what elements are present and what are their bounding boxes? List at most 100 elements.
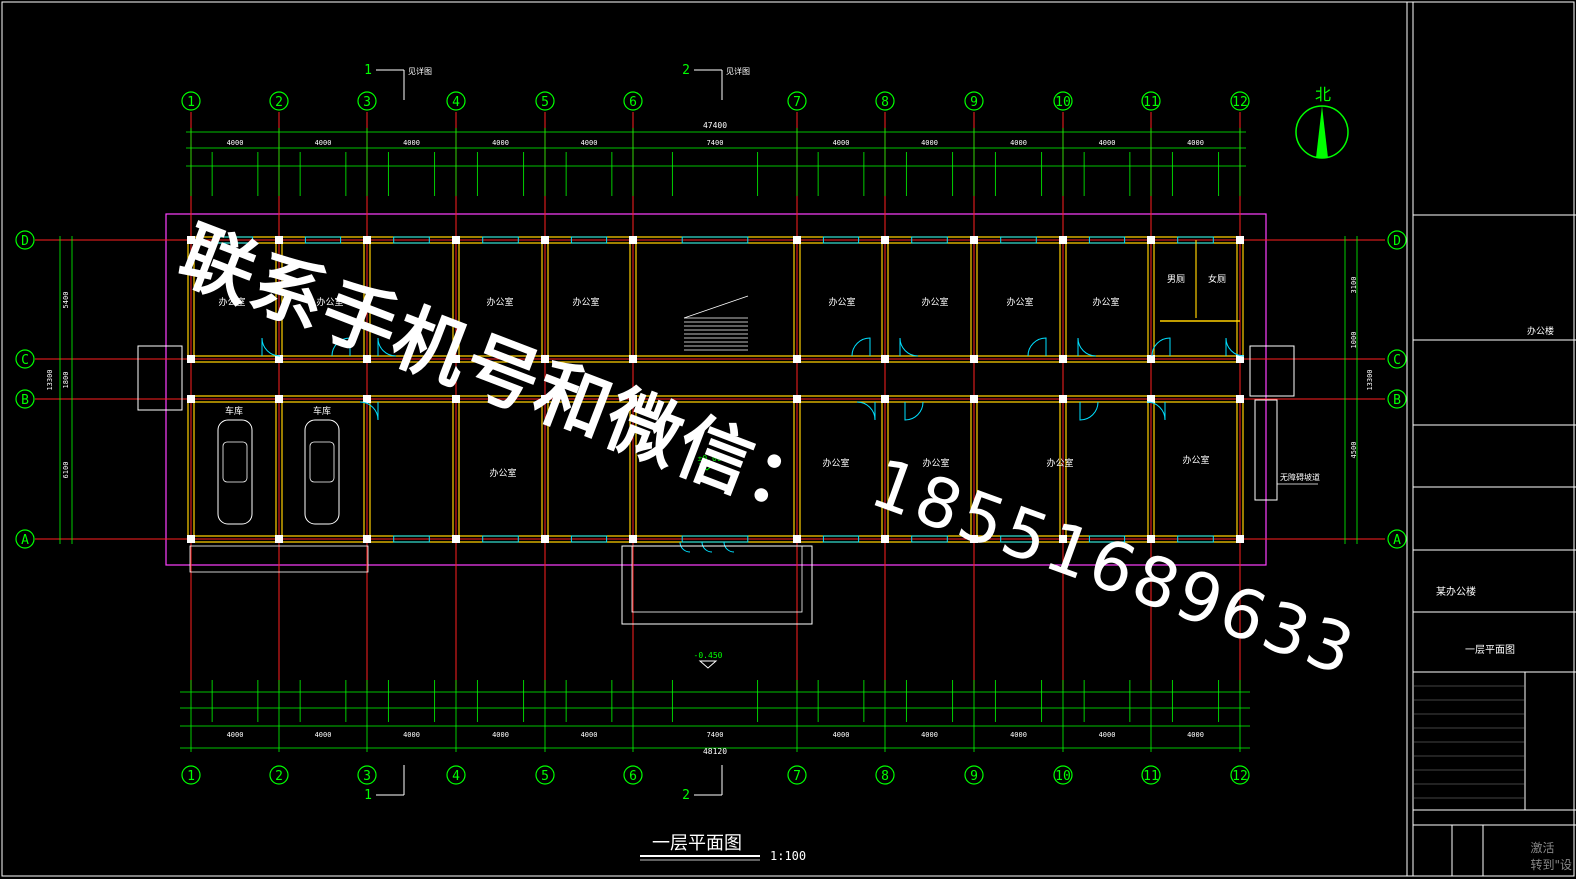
section-mark-top: 1 — [364, 63, 372, 78]
grid-bubble — [1387, 349, 1407, 369]
structural-column — [1147, 535, 1155, 543]
structural-column — [452, 395, 460, 403]
structural-column — [187, 395, 195, 403]
room-label-garage: 车库 — [225, 405, 243, 417]
grid-label-col: 3 — [363, 769, 371, 784]
grid-bubble — [357, 91, 377, 111]
window — [911, 535, 948, 543]
car-cabin — [309, 441, 335, 483]
window — [822, 535, 860, 543]
grid-label-row: D — [1393, 234, 1401, 249]
structural-column — [363, 395, 371, 403]
grid-bubble — [446, 91, 466, 111]
grid-bubble — [15, 529, 35, 549]
grid-label-col: 5 — [541, 95, 549, 110]
grid-label-row: A — [1393, 533, 1401, 548]
structural-column — [541, 535, 549, 543]
elevation-symbol — [698, 660, 718, 669]
dim-bay-top: 4000 — [227, 139, 244, 147]
grid-bubble — [1387, 529, 1407, 549]
grid-bubble — [269, 765, 289, 785]
room-label-ramp: 无障碍坡道 — [1280, 472, 1320, 482]
grid-bubble — [357, 765, 377, 785]
door-swing — [1151, 337, 1171, 357]
structural-column — [1059, 535, 1067, 543]
room-label-office: 办公室 — [1092, 296, 1119, 308]
drawing-scale: 1:100 — [770, 849, 806, 863]
dim-bay-bottom: 4000 — [833, 731, 850, 739]
dim-bay-bottom: 4000 — [227, 731, 244, 739]
title-block-sheet: 一层平面图 — [1465, 644, 1515, 656]
section-label: 见详图 — [726, 66, 750, 76]
title-block-project: 某办公楼 — [1436, 585, 1476, 598]
structural-column — [275, 355, 283, 363]
grid-label-row: A — [21, 533, 29, 548]
north-arrow-icon: 北 — [1295, 85, 1349, 159]
garage-apron — [189, 545, 369, 573]
grid-label-col: 7 — [793, 95, 801, 110]
entrance-door — [679, 541, 691, 553]
section-mark-bottom: 2 — [682, 788, 690, 803]
grid-label-col: 3 — [363, 95, 371, 110]
grid-label-col: 6 — [629, 769, 637, 784]
room-label-office: 办公室 — [486, 296, 513, 308]
window — [570, 535, 608, 543]
entrance-door — [701, 541, 713, 553]
grid-bubble — [15, 389, 35, 409]
structural-column — [970, 535, 978, 543]
grid-label-col: 8 — [881, 769, 889, 784]
room-label-office: 办公室 — [218, 296, 245, 308]
grid-label-row: C — [21, 353, 29, 368]
room-label-female-wc: 女厕 — [1208, 273, 1226, 285]
dim-bay-top: 4000 — [921, 139, 938, 147]
grid-bubble — [1053, 91, 1073, 111]
door-swing — [1225, 337, 1245, 357]
door-swing — [1146, 401, 1166, 421]
north-label: 北 — [1315, 85, 1331, 104]
structural-column — [452, 535, 460, 543]
structural-column — [541, 395, 549, 403]
section-mark-bottom: 1 — [364, 788, 372, 803]
grid-label-col: 4 — [452, 95, 460, 110]
window — [822, 236, 860, 244]
window — [1088, 535, 1126, 543]
structural-column — [629, 236, 637, 244]
grid-bubble — [964, 91, 984, 111]
room-label-office: 办公室 — [822, 457, 849, 469]
structural-column — [1147, 355, 1155, 363]
dim-bay-bottom: 7400 — [707, 731, 724, 739]
section-label: 见详图 — [408, 66, 432, 76]
structural-column — [452, 355, 460, 363]
structural-column — [187, 236, 195, 244]
structural-column — [793, 535, 801, 543]
door-swing — [904, 401, 924, 421]
window — [216, 236, 254, 244]
structural-column — [793, 395, 801, 403]
grid-bubble — [181, 765, 201, 785]
room-label-office: 办公室 — [1046, 457, 1073, 469]
window — [482, 535, 519, 543]
stair-break — [683, 295, 749, 319]
structural-column — [970, 395, 978, 403]
dim-bay-top: 4000 — [403, 139, 420, 147]
grid-label-row: C — [1393, 353, 1401, 368]
window — [393, 236, 430, 244]
dim-bay-top: 4000 — [492, 139, 509, 147]
structural-column — [363, 535, 371, 543]
window — [1088, 236, 1126, 244]
room-label-office: 办公室 — [572, 296, 599, 308]
dim-total-top: 47400 — [703, 121, 727, 130]
dim-bay-bottom: 4000 — [315, 731, 332, 739]
side-entry-west — [137, 345, 183, 411]
drawing-title-group: 一层平面图 1:100 — [640, 833, 806, 863]
grid-label-col: 10 — [1055, 769, 1071, 784]
grid-label-col: 8 — [881, 95, 889, 110]
window — [570, 236, 608, 244]
grid-bubble — [1230, 91, 1250, 111]
window — [393, 535, 430, 543]
room-label-office: 办公室 — [489, 467, 516, 479]
room-label-male-wc: 男厕 — [1167, 274, 1185, 285]
grid-bubble — [875, 91, 895, 111]
dim-bay-bottom: 4000 — [1099, 731, 1116, 739]
